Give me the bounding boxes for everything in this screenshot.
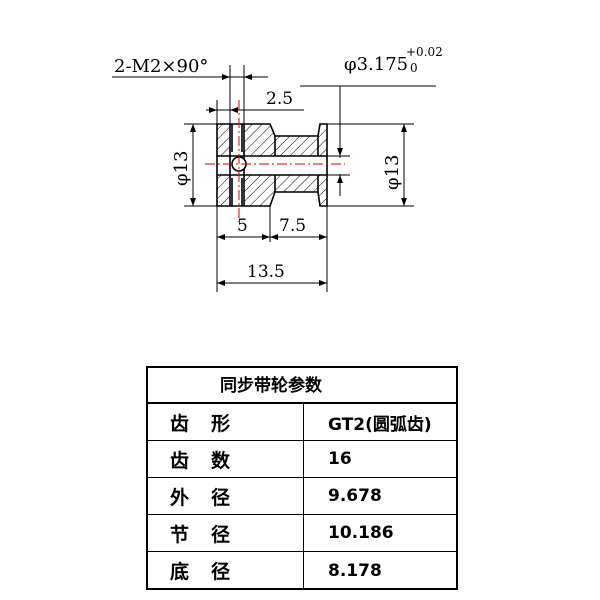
dim-dia-left-label: φ13 — [171, 150, 192, 186]
param-value-pitch-dia: 10.186 — [328, 523, 394, 543]
bore-tol-upper-label: +0.02 — [406, 45, 443, 59]
dim-2-5-label: 2.5 — [266, 89, 293, 109]
dim-7-5-label: 7.5 — [279, 216, 306, 236]
centerlines — [205, 100, 345, 222]
param-key-tooth-count: 齿数 — [148, 441, 304, 477]
param-key-pitch-dia: 节径 — [148, 515, 304, 551]
dim-13-5-label: 13.5 — [247, 262, 285, 282]
param-value-tooth-profile: GT2(圆弧齿) — [328, 414, 432, 435]
thread-note-label: 2-M2×90° — [114, 56, 208, 77]
table-row: 节径 10.186 — [148, 515, 456, 552]
bore-dia-label: φ3.175 — [344, 54, 408, 75]
table-row: 外径 9.678 — [148, 478, 456, 515]
param-key-root-dia: 底径 — [148, 552, 304, 589]
pulley-parameter-table: 同步带轮参数 齿形 GT2(圆弧齿) 齿数 16 外径 9.678 节径 10.… — [146, 366, 458, 590]
dim-5-label: 5 — [237, 216, 248, 236]
pulley-drawing: 2-M2×90° φ3.175 +0.02 0 2.5 φ13 φ13 5 7.… — [112, 45, 443, 292]
table-row: 齿数 16 — [148, 441, 456, 478]
table-row: 齿形 GT2(圆弧齿) — [148, 404, 456, 441]
param-key-outer-dia: 外径 — [148, 478, 304, 514]
param-value-root-dia: 8.178 — [328, 560, 382, 581]
dim-dia-right-label: φ13 — [382, 154, 403, 190]
bore-tol-lower-label: 0 — [410, 61, 418, 75]
dimension-arrows — [190, 74, 407, 286]
param-key-tooth-profile: 齿形 — [148, 404, 304, 440]
table-row: 底径 8.178 — [148, 552, 456, 589]
table-title: 同步带轮参数 — [148, 368, 456, 404]
param-value-tooth-count: 16 — [328, 449, 352, 469]
param-value-outer-dia: 9.678 — [328, 486, 382, 506]
